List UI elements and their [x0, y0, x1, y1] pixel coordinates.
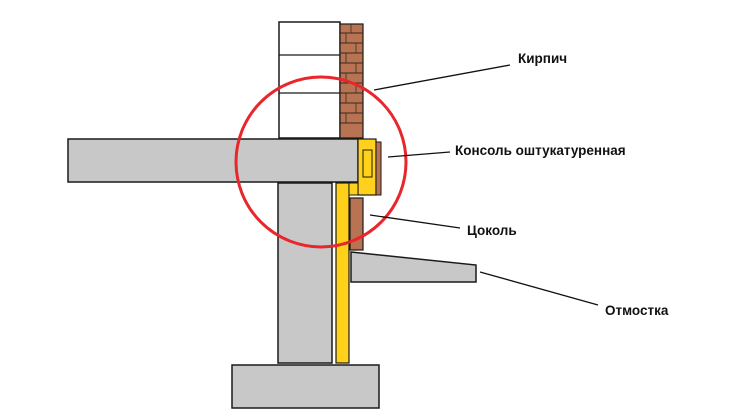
leader-console: [387, 151, 451, 158]
label-blind-area: Отмостка: [605, 303, 669, 318]
label-brick: Кирпич: [518, 51, 567, 66]
label-plinth: Цоколь: [467, 223, 517, 238]
leader-blind-area: [479, 271, 599, 306]
console-insulation: [348, 138, 377, 196]
console-plaster: [375, 141, 382, 196]
label-console: Консоль оштукатуренная: [455, 143, 626, 158]
leader-plinth: [369, 214, 461, 229]
blind-area: [350, 251, 477, 283]
floor-slab: [67, 138, 359, 183]
highlight-circle: [234, 75, 408, 249]
foundation-wall: [277, 182, 333, 364]
leader-brick: [373, 64, 511, 91]
footing: [231, 364, 380, 409]
brick-facing: [339, 23, 364, 139]
insulation-vertical: [335, 182, 350, 364]
wall-blocks: [278, 21, 341, 139]
